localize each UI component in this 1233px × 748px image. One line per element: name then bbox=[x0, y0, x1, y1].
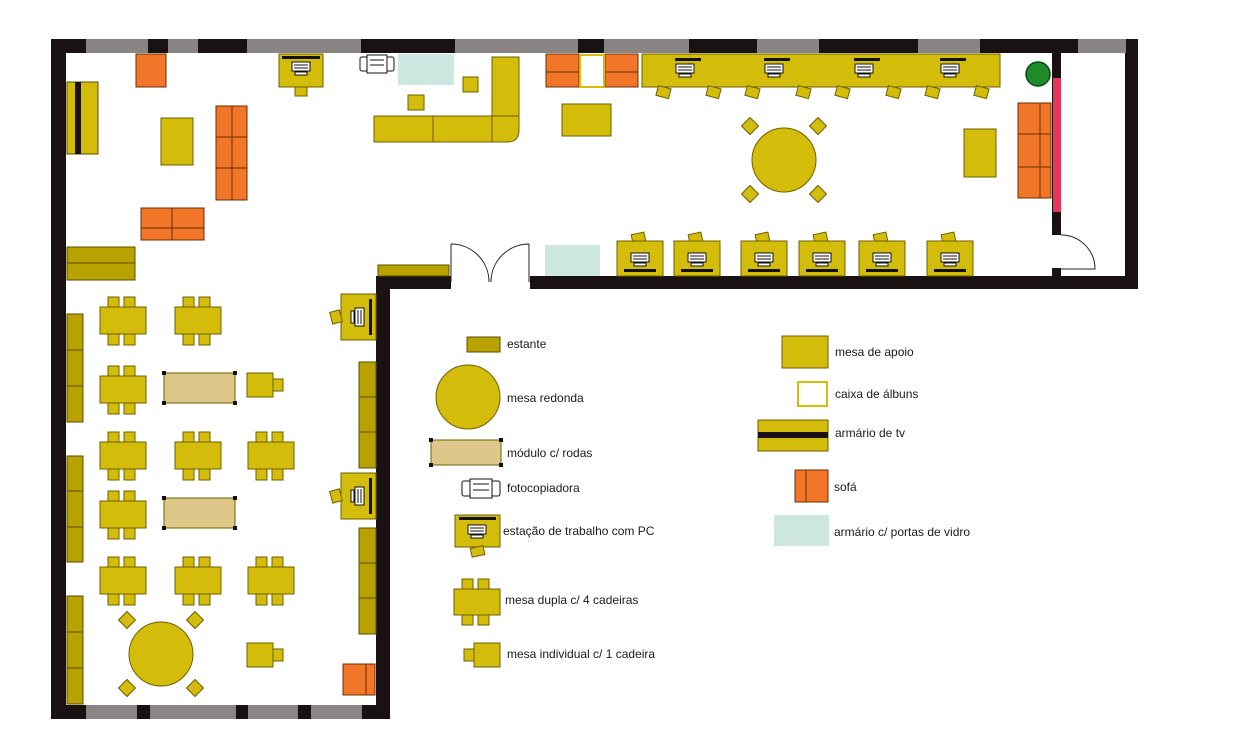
pc-workstation bbox=[675, 58, 701, 78]
chair bbox=[294, 86, 308, 97]
chair bbox=[705, 85, 722, 100]
album-box bbox=[579, 54, 605, 88]
legend-swatch-armario-tv bbox=[757, 419, 829, 452]
legend-swatch-mesa-dupla bbox=[453, 578, 501, 626]
legend-swatch-modulo-rodas bbox=[429, 438, 503, 467]
pc-workstation bbox=[616, 231, 664, 277]
pc-workstation bbox=[940, 58, 966, 78]
chair bbox=[655, 85, 672, 100]
rolling-module bbox=[162, 496, 237, 530]
rolling-module bbox=[162, 371, 237, 405]
plant-icon bbox=[1025, 61, 1051, 87]
pc-workstation bbox=[798, 231, 846, 277]
legend-swatch-estante bbox=[466, 336, 501, 353]
round-table bbox=[117, 610, 205, 698]
single-table-1-chair bbox=[246, 642, 284, 668]
entrance-double-door bbox=[450, 243, 530, 283]
pc-workstation bbox=[854, 58, 880, 78]
legend-label-armario-tv: armário de tv bbox=[835, 426, 905, 440]
round-table bbox=[740, 116, 828, 204]
double-table-4-chairs bbox=[99, 490, 147, 540]
legend-label-mesa-dupla: mesa dupla c/ 4 cadeiras bbox=[505, 593, 638, 607]
furniture-layer bbox=[99, 53, 990, 698]
legend-label-estante: estante bbox=[507, 337, 547, 351]
pc-workstation bbox=[329, 472, 377, 520]
chair bbox=[834, 85, 851, 100]
legend-label-mesa-redonda: mesa redonda bbox=[507, 391, 584, 405]
legend-swatch-sofa bbox=[794, 469, 829, 503]
legend-label-fotocopiadora: fotocopiadora bbox=[507, 481, 580, 495]
chair bbox=[744, 85, 761, 100]
side-door bbox=[1060, 234, 1096, 270]
chair bbox=[885, 85, 902, 100]
legend-swatch-mesa-redonda bbox=[435, 364, 501, 430]
legend-label-modulo-rodas: módulo c/ rodas bbox=[507, 446, 592, 460]
pc-workstation bbox=[858, 231, 906, 277]
legend-label-mesa-individual: mesa individual c/ 1 cadeira bbox=[507, 647, 655, 661]
tv-cabinet bbox=[66, 81, 99, 155]
double-table-4-chairs bbox=[99, 556, 147, 606]
legend-swatch-mesa-individual bbox=[463, 642, 501, 668]
double-table-4-chairs bbox=[99, 365, 147, 415]
legend-swatch-estacao-pc bbox=[454, 514, 501, 558]
windows bbox=[86, 39, 1126, 719]
glass-cabinets bbox=[398, 54, 600, 276]
legend-label-sofa: sofá bbox=[834, 480, 857, 494]
single-table-1-chair bbox=[246, 372, 284, 398]
legend-label-caixa-albuns: caixa de álbuns bbox=[835, 387, 918, 401]
double-table-4-chairs bbox=[174, 431, 222, 481]
chair bbox=[795, 85, 812, 100]
legend-swatch-fotocopiadora bbox=[461, 478, 501, 499]
double-table-4-chairs bbox=[99, 296, 147, 346]
sofas bbox=[135, 53, 1052, 696]
legend-swatch-armario-vidro bbox=[774, 515, 829, 546]
legend-label-estacao-pc: estação de trabalho com PC bbox=[503, 524, 655, 538]
legend-label-mesa-apoio: mesa de apoio bbox=[835, 345, 914, 359]
legend-swatch-caixa-albuns bbox=[797, 381, 828, 407]
double-table-4-chairs bbox=[247, 431, 295, 481]
pc-workstation bbox=[740, 231, 788, 277]
support-tables bbox=[160, 76, 997, 178]
photocopier-icon bbox=[359, 54, 395, 74]
red-wall-panel bbox=[1053, 78, 1061, 212]
double-table-4-chairs bbox=[99, 431, 147, 481]
double-table-4-chairs bbox=[247, 556, 295, 606]
pc-workstation bbox=[673, 231, 721, 277]
bookcases bbox=[66, 246, 450, 705]
pc-workstation bbox=[329, 293, 377, 341]
pc-workstation bbox=[926, 231, 974, 277]
chair bbox=[924, 85, 941, 100]
legend-swatch-mesa-apoio bbox=[781, 335, 829, 369]
chair bbox=[973, 85, 990, 100]
pc-workstation bbox=[764, 58, 790, 78]
double-table-4-chairs bbox=[174, 556, 222, 606]
reception-counter bbox=[373, 56, 520, 143]
legend: estante mesa redonda módulo c/ rodas fot… bbox=[429, 335, 970, 668]
legend-label-armario-vidro: armário c/ portas de vidro bbox=[834, 525, 970, 539]
double-table-4-chairs bbox=[174, 296, 222, 346]
